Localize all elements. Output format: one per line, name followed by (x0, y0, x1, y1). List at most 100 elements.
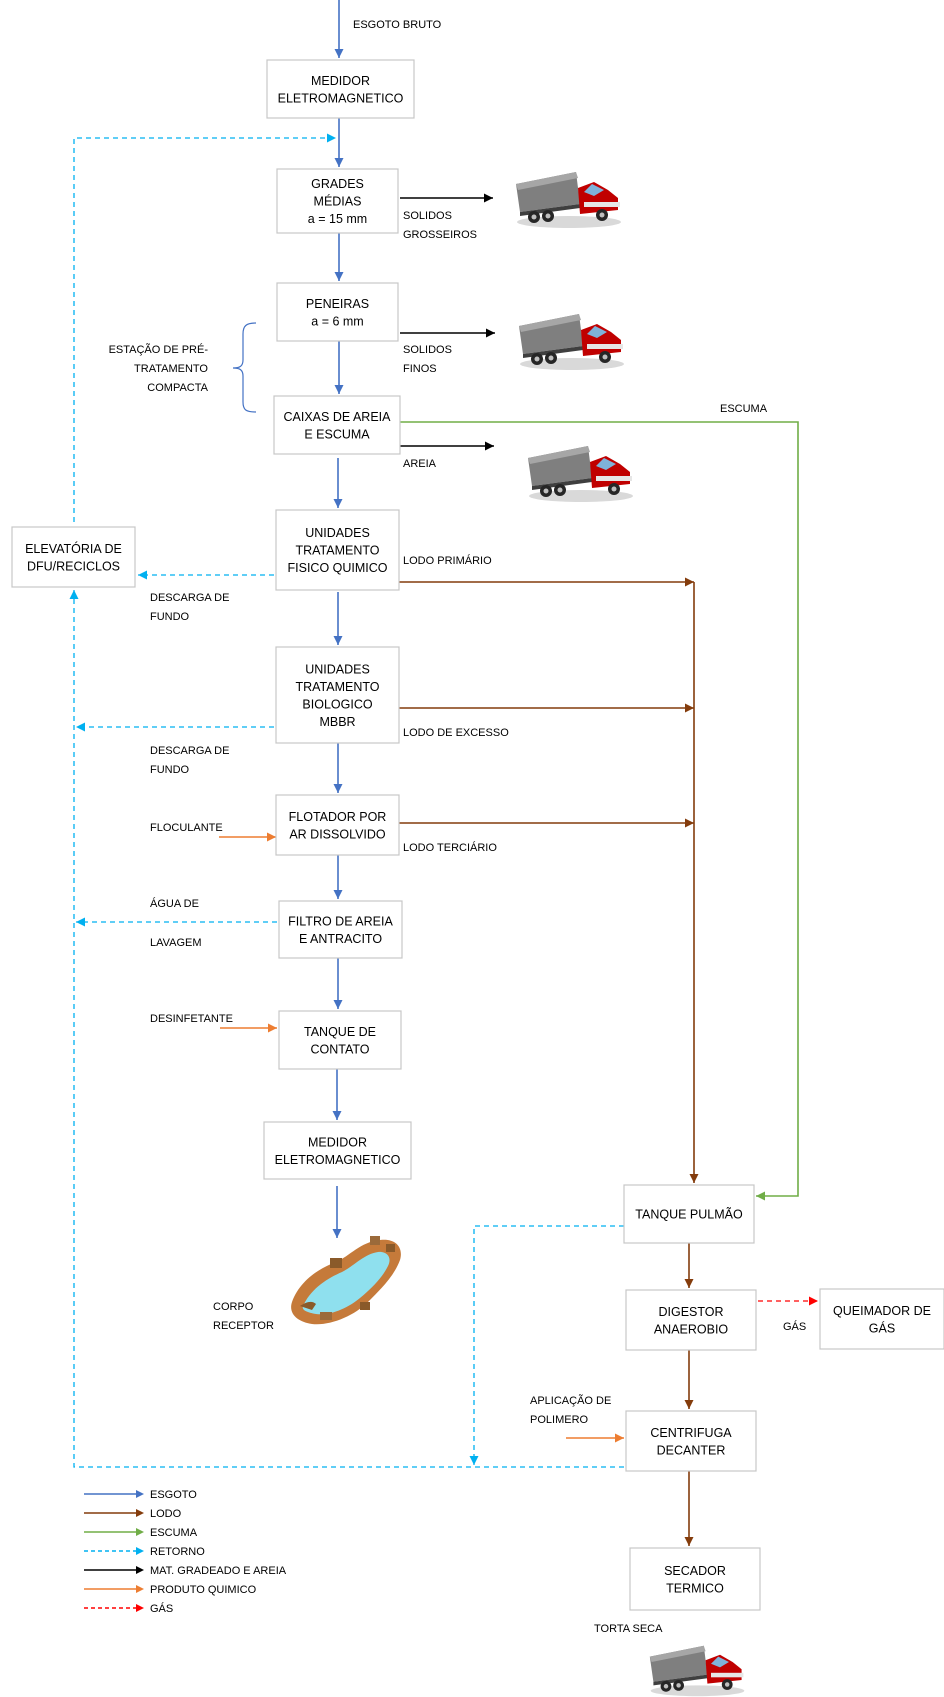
box-text: a = 6 mm (311, 314, 363, 328)
box-tanque-pulmao: TANQUE PULMÃO (623, 1184, 755, 1244)
legend-item: GÁS (84, 1602, 173, 1615)
box-medidor2: MEDIDOR ELETROMAGNETICO (263, 1121, 412, 1180)
label-text: ESTAÇÃO DE PRÉ- (109, 343, 209, 356)
box-text: CAIXAS DE AREIA (284, 410, 392, 424)
edge-lodo-primario (399, 577, 694, 587)
box-text: UNIDADES (305, 526, 370, 540)
edge-escuma (400, 421, 799, 1201)
box-text: E ANTRACITO (299, 932, 382, 946)
edge-retorno-pulmao (469, 1225, 624, 1465)
box-text: TRATAMENTO (295, 680, 379, 694)
edge-areia (400, 441, 494, 451)
label-text: DESCARGA DE (150, 745, 229, 757)
edge-medidor-corpo (332, 1186, 342, 1238)
edge-descarga-biologico (76, 722, 274, 732)
label-text: POLIMERO (530, 1414, 589, 1426)
box-text: AR DISSOLVIDO (289, 827, 386, 841)
box-text: UNIDADES (305, 662, 370, 676)
box-text: TANQUE DE (304, 1025, 376, 1039)
edge-lodo-excesso (399, 703, 694, 713)
legend-item: MAT. GRADEADO E AREIA (84, 1565, 287, 1577)
edge-fisico-biologico (333, 592, 343, 645)
dump-truck-icon (516, 172, 621, 228)
edge-solidos-grosseiros (400, 193, 493, 203)
box-text: ELEVATÓRIA DE (25, 541, 122, 556)
label-text: DESCARGA DE (150, 592, 229, 604)
edge-digestor-centrifuga (684, 1350, 694, 1409)
box-tanque-contato: TANQUE DE CONTATO (278, 1010, 402, 1070)
label-descarga1: DESCARGA DE FUNDO (150, 592, 229, 623)
box-text: ELETROMAGNETICO (278, 91, 404, 105)
box-text: BIOLOGICO (302, 697, 372, 711)
legend-item: ESGOTO (84, 1489, 197, 1501)
bracket-pre-tratamento (232, 322, 257, 413)
flow-edges (69, 0, 818, 1546)
edge-lodo-tanque-pulmao (689, 582, 699, 1183)
legend-item: PRODUTO QUIMICO (84, 1584, 257, 1596)
box-text: QUEIMADOR DE (833, 1304, 931, 1318)
label-gas: GÁS (783, 1320, 806, 1333)
edge-centrifuga-secador (684, 1471, 694, 1546)
edge-pulmao-digestor (684, 1243, 694, 1288)
edge-agua-lavagem (76, 917, 277, 927)
label-torta-seca: TORTA SECA (594, 1623, 663, 1635)
label-text: CORPO (213, 1301, 254, 1313)
dump-truck-icon (519, 314, 624, 370)
box-text: MEDIDOR (308, 1135, 367, 1149)
label-text: LODO TERCIÁRIO (403, 841, 497, 854)
box-text: ELETROMAGNETICO (275, 1153, 401, 1167)
legend-label: RETORNO (150, 1546, 205, 1558)
box-text: DECANTER (657, 1443, 726, 1457)
label-text: COMPACTA (147, 382, 208, 394)
edge-esgoto-bruto (334, 0, 344, 58)
dump-truck-icon (649, 1645, 745, 1697)
label-lavagem: LAVAGEM (150, 937, 202, 949)
box-text: SECADOR (664, 1564, 726, 1578)
label-text: ESCUMA (720, 403, 768, 415)
edge-polimero (566, 1433, 624, 1443)
label-lodo-terciario: LODO TERCIÁRIO (403, 841, 497, 854)
edge-caixas-fisico (333, 458, 343, 508)
edge-peneiras-caixas (334, 341, 344, 394)
label-text: LODO DE EXCESSO (403, 727, 509, 739)
edge-medidor-grades (334, 118, 344, 167)
edge-grades-peneiras (334, 233, 344, 281)
box-text: CONTATO (310, 1042, 369, 1056)
label-desinfetante: DESINFETANTE (150, 1013, 233, 1025)
edge-filtro-tanque (333, 958, 343, 1009)
legend-label: LODO (150, 1508, 182, 1520)
box-text: TRATAMENTO (295, 544, 379, 558)
label-text: LAVAGEM (150, 937, 202, 949)
label-text: GROSSEIROS (403, 229, 477, 241)
dump-truck-icon (528, 446, 633, 502)
label-text: GÁS (783, 1320, 806, 1333)
legend-label: MAT. GRADEADO E AREIA (150, 1565, 287, 1577)
box-text: TERMICO (666, 1581, 724, 1595)
label-text: FUNDO (150, 611, 190, 623)
label-text: FINOS (403, 363, 437, 375)
box-text: TANQUE PULMÃO (635, 1208, 743, 1222)
label-text: SOLIDOS (403, 210, 452, 222)
label-floculante: FLOCULANTE (150, 822, 223, 834)
label-estacao: ESTAÇÃO DE PRÉ- TRATAMENTO COMPACTA (109, 343, 209, 394)
edge-lodo-terciario (399, 818, 694, 828)
edge-desinfetante (220, 1023, 277, 1033)
box-text: FLOTADOR POR (289, 810, 387, 824)
edge-retorno-elevatoria (73, 133, 336, 522)
edge-descarga-fisico (138, 570, 274, 580)
label-text: TRATAMENTO (134, 363, 208, 375)
legend-item: LODO (84, 1508, 182, 1520)
edge-retorno-centrifuga (69, 590, 624, 1468)
